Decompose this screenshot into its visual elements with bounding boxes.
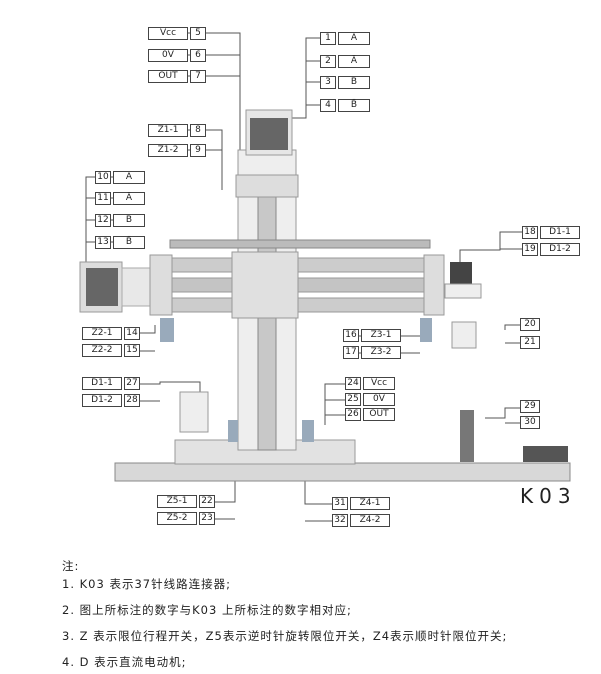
- note-2: 2. 图上所标注的数字与K03 上所标注的数字相对应;: [62, 603, 352, 617]
- gripper: [451, 321, 477, 349]
- label-29: 29: [520, 400, 540, 413]
- z5-switch: [228, 420, 238, 442]
- z2-switch: [160, 318, 174, 342]
- note-1: 1. K03 表示37针线路连接器;: [62, 577, 231, 591]
- note-4: 4. D 表示直流电动机;: [62, 655, 187, 669]
- label-20: 20: [520, 318, 540, 331]
- z4-switch: [302, 420, 314, 442]
- base-plate: [114, 462, 571, 482]
- x-rail-top: [169, 239, 431, 249]
- label-30: 30: [520, 416, 540, 429]
- right-block: [523, 446, 568, 462]
- connector-label: K03: [520, 484, 577, 508]
- notes: 注: 1. K03 表示37针线路连接器; 2. 图上所标注的数字与K03 上所…: [62, 558, 507, 674]
- right-bracket: [460, 410, 474, 462]
- notes-title: 注:: [62, 559, 80, 573]
- wires: [85, 32, 522, 522]
- d1-base-motor: [179, 391, 209, 433]
- label-21: 21: [520, 336, 540, 349]
- carriage: [231, 251, 299, 319]
- left-motor: [86, 268, 118, 306]
- d1-motor: [450, 262, 472, 284]
- note-3: 3. Z 表示限位行程开关，Z5表示逆时针旋转限位开关，Z4表示顺时针限位开关;: [62, 629, 508, 643]
- z3-switch: [420, 318, 432, 342]
- top-motor: [250, 118, 288, 150]
